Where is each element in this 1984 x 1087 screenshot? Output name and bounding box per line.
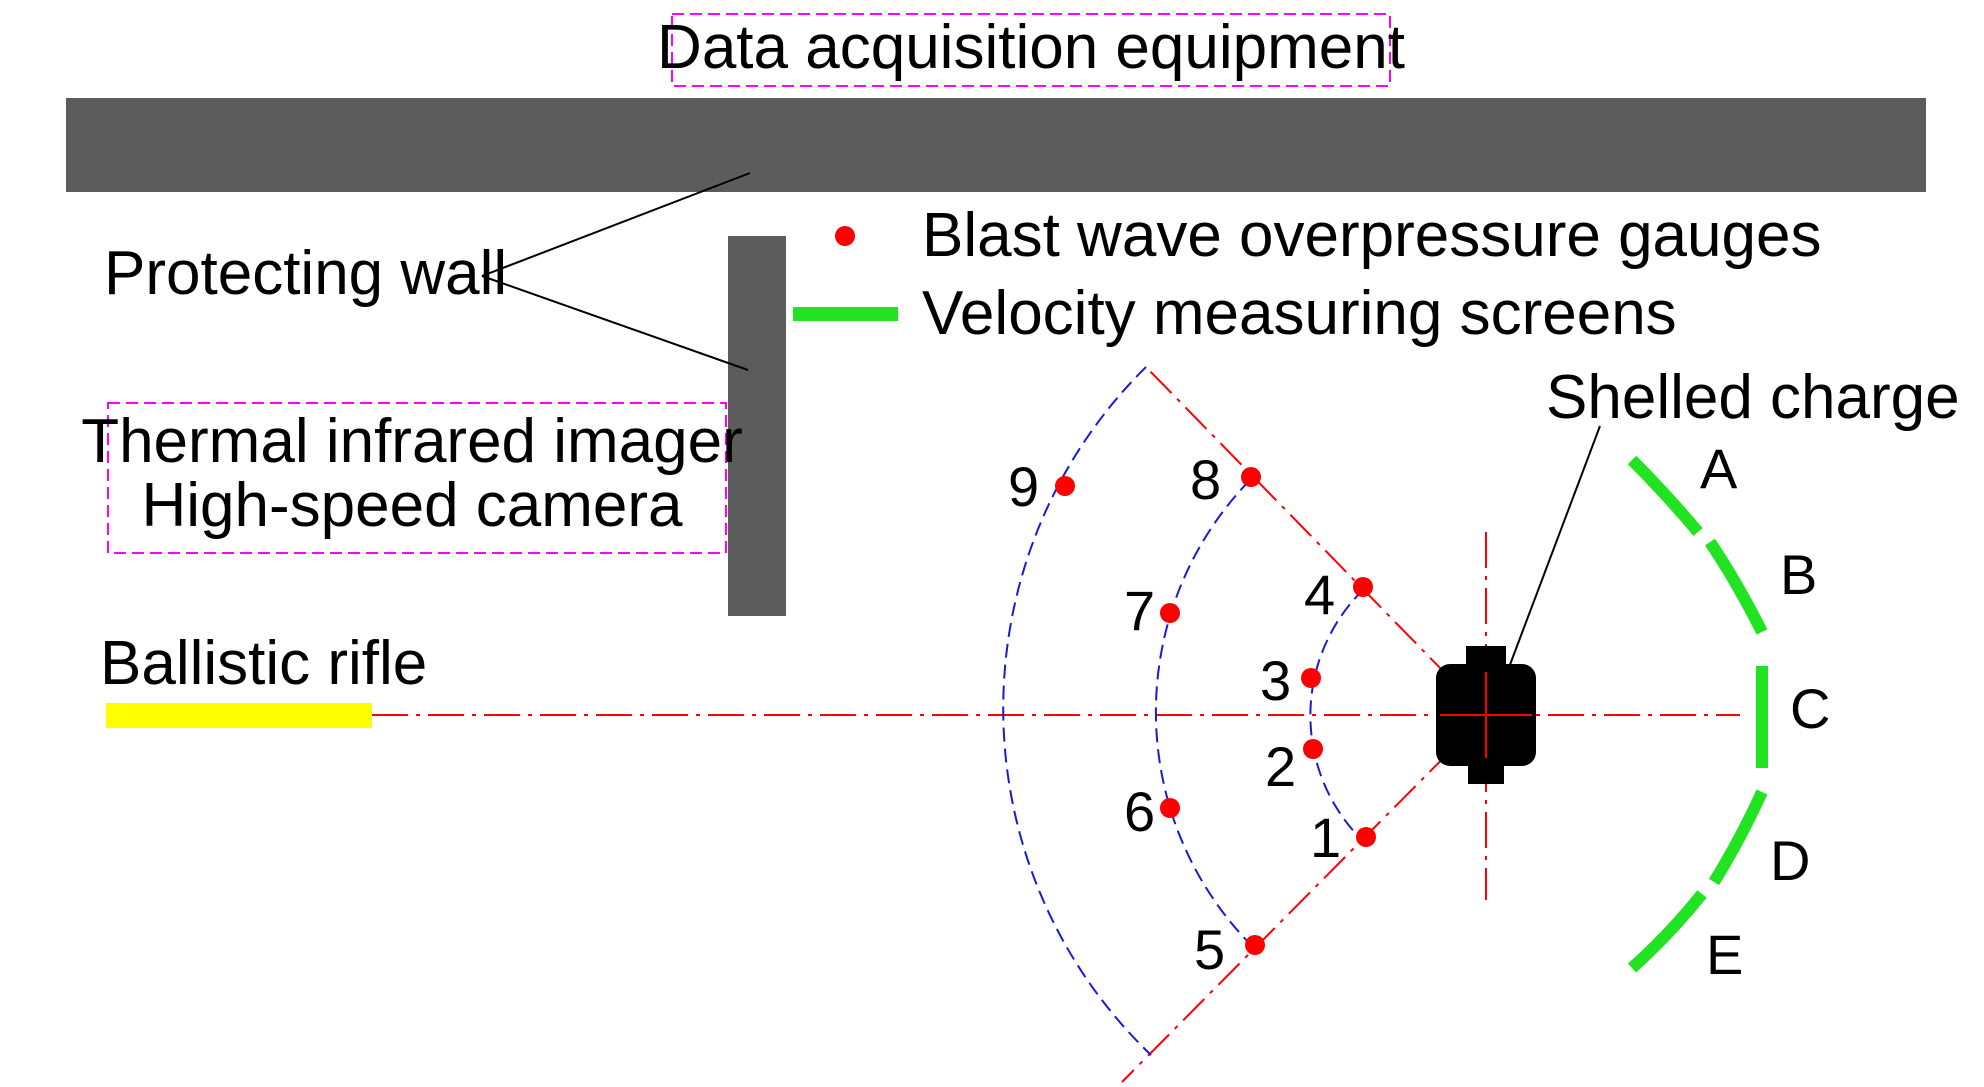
protecting-wall-vertical: [728, 236, 786, 616]
radial-line-upper: [1145, 366, 1487, 716]
gauge-5-dot: [1245, 935, 1265, 955]
screen-D: D: [1708, 789, 1810, 892]
gauge-arc-outer: [1002, 366, 1152, 1056]
gauge-6-label: 6: [1124, 780, 1155, 843]
gauge-4: 4: [1304, 563, 1373, 626]
camera-box: [107, 402, 727, 554]
gauge-7-label: 7: [1124, 579, 1155, 642]
gauge-8: 8: [1190, 448, 1261, 511]
screen-C: C: [1756, 666, 1830, 768]
legend-screens-label: Velocity measuring screens: [922, 279, 1677, 348]
screen-E: E: [1627, 890, 1743, 986]
gauge-9: 9: [1008, 455, 1075, 518]
legend-gauge-dot-icon: [835, 226, 855, 246]
gauge-2-label: 2: [1265, 735, 1296, 798]
gauge-8-label: 8: [1190, 448, 1221, 511]
screen-B: B: [1705, 538, 1817, 635]
screen-B-label: B: [1780, 543, 1817, 606]
gauge-4-label: 4: [1304, 563, 1335, 626]
gauge-2: 2: [1265, 735, 1323, 798]
gauge-5: 5: [1194, 918, 1265, 981]
screen-C-label: C: [1790, 677, 1830, 740]
gauge-3-dot: [1301, 668, 1321, 688]
gauge-5-label: 5: [1194, 918, 1225, 981]
ballistic-rifle: [106, 703, 372, 728]
gauge-9-label: 9: [1008, 455, 1039, 518]
gauge-8-dot: [1241, 467, 1261, 487]
high-speed-camera-label: High-speed camera: [141, 471, 683, 540]
legend-gauges-label: Blast wave overpressure gauges: [922, 201, 1821, 270]
data-acquisition-label: Data acquisition equipment: [657, 13, 1405, 82]
gauge-1-label: 1: [1310, 806, 1341, 869]
screen-D-label: D: [1770, 829, 1810, 892]
screen-A-label: A: [1700, 437, 1738, 500]
wall-leader-line-top: [481, 172, 751, 277]
gauge-arc-inner: [1309, 588, 1365, 843]
gauge-2-dot: [1303, 739, 1323, 759]
gauge-1-dot: [1356, 827, 1376, 847]
protecting-wall-label: Protecting wall: [104, 239, 507, 308]
screen-E-label: E: [1706, 923, 1743, 986]
gauge-1: 1: [1310, 806, 1376, 869]
screen-E-segment: [1627, 890, 1707, 973]
radial-line-lower: [1121, 714, 1487, 1083]
gauge-7-dot: [1160, 603, 1180, 623]
gauge-4-dot: [1353, 577, 1373, 597]
gauge-6-dot: [1160, 798, 1180, 818]
wall-leader-line-bottom: [481, 275, 749, 371]
screen-A: A: [1627, 437, 1738, 536]
screen-B-segment: [1705, 538, 1768, 635]
screen-A-segment: [1627, 455, 1703, 536]
gauge-9-dot: [1055, 476, 1075, 496]
protecting-wall-horizontal: [66, 98, 1926, 192]
gauge-6: 6: [1124, 780, 1180, 843]
screen-D-segment: [1708, 789, 1768, 886]
gauge-3-label: 3: [1260, 649, 1291, 712]
gauge-arc-middle: [1154, 479, 1256, 950]
thermal-imager-label: Thermal infrared imager: [81, 407, 743, 476]
gauge-3: 3: [1260, 649, 1321, 712]
shelled-charge-label: Shelled charge: [1546, 363, 1960, 432]
ballistic-rifle-label: Ballistic rifle: [100, 629, 427, 698]
gauge-7: 7: [1124, 579, 1180, 642]
charge-leader-line: [1507, 425, 1601, 671]
